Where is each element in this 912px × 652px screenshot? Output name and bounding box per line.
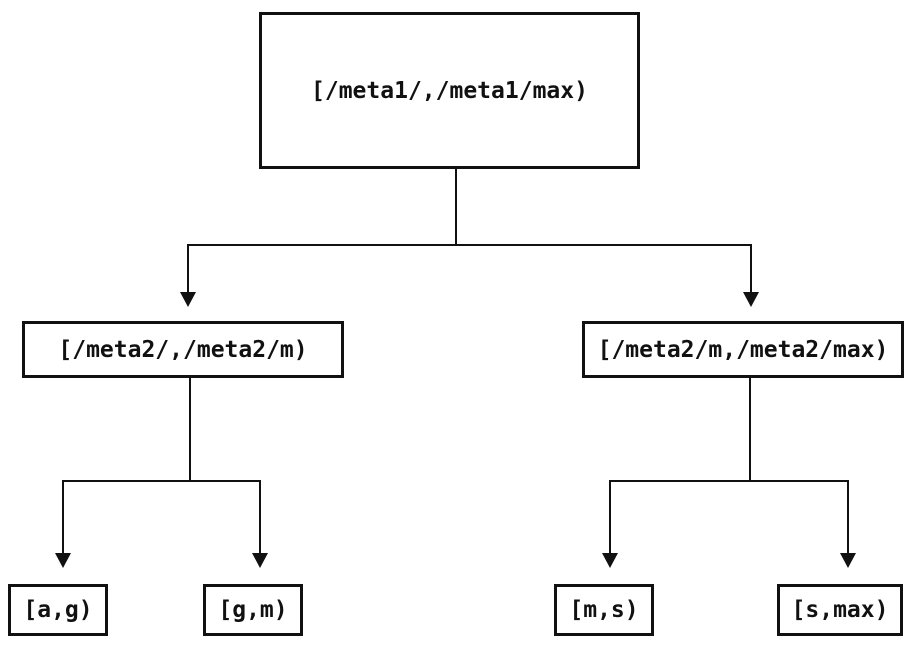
edge-mid-right-stem bbox=[749, 378, 751, 482]
edge-mid-left-stem bbox=[189, 378, 191, 482]
edge-mid-left-crossbar bbox=[62, 480, 261, 482]
edge-mid-right-to-leaf-ms bbox=[609, 480, 611, 554]
node-root-label: [/meta1/,/meta1/max) bbox=[311, 77, 588, 104]
edge-root-to-mid-right bbox=[750, 244, 752, 293]
edge-mid-right-to-leaf-smax bbox=[847, 480, 849, 554]
node-mid-left-label: [/meta2/,/meta2/m) bbox=[58, 336, 308, 363]
node-mid-right-label: [/meta2/m,/meta2/max) bbox=[597, 336, 889, 363]
arrowhead-down-icon-mid-left bbox=[180, 292, 196, 307]
node-leaf-ms-label: [m,s) bbox=[569, 597, 639, 623]
node-leaf-gm-label: [g,m) bbox=[218, 597, 288, 623]
edge-mid-right-crossbar bbox=[609, 480, 849, 482]
node-leaf-smax: [s,max) bbox=[777, 584, 903, 636]
edge-root-crossbar bbox=[187, 244, 752, 246]
edge-root-to-mid-left bbox=[187, 244, 189, 293]
node-mid-left: [/meta2/,/meta2/m) bbox=[22, 321, 344, 378]
node-leaf-ag: [a,g) bbox=[8, 584, 108, 636]
arrowhead-down-icon-leaf-smax bbox=[840, 553, 856, 568]
edge-mid-left-to-leaf-gm bbox=[259, 480, 261, 554]
arrowhead-down-icon-leaf-ag bbox=[55, 553, 71, 568]
node-leaf-gm: [g,m) bbox=[203, 584, 303, 636]
edge-root-stem bbox=[455, 169, 457, 246]
edge-mid-left-to-leaf-ag bbox=[62, 480, 64, 554]
arrowhead-down-icon-leaf-gm bbox=[252, 553, 268, 568]
arrowhead-down-icon-mid-right bbox=[743, 292, 759, 307]
node-leaf-ag-label: [a,g) bbox=[23, 597, 93, 623]
node-root: [/meta1/,/meta1/max) bbox=[259, 12, 640, 169]
node-leaf-ms: [m,s) bbox=[554, 584, 654, 636]
node-leaf-smax-label: [s,max) bbox=[791, 597, 889, 623]
node-mid-right: [/meta2/m,/meta2/max) bbox=[582, 321, 904, 378]
arrowhead-down-icon-leaf-ms bbox=[602, 553, 618, 568]
